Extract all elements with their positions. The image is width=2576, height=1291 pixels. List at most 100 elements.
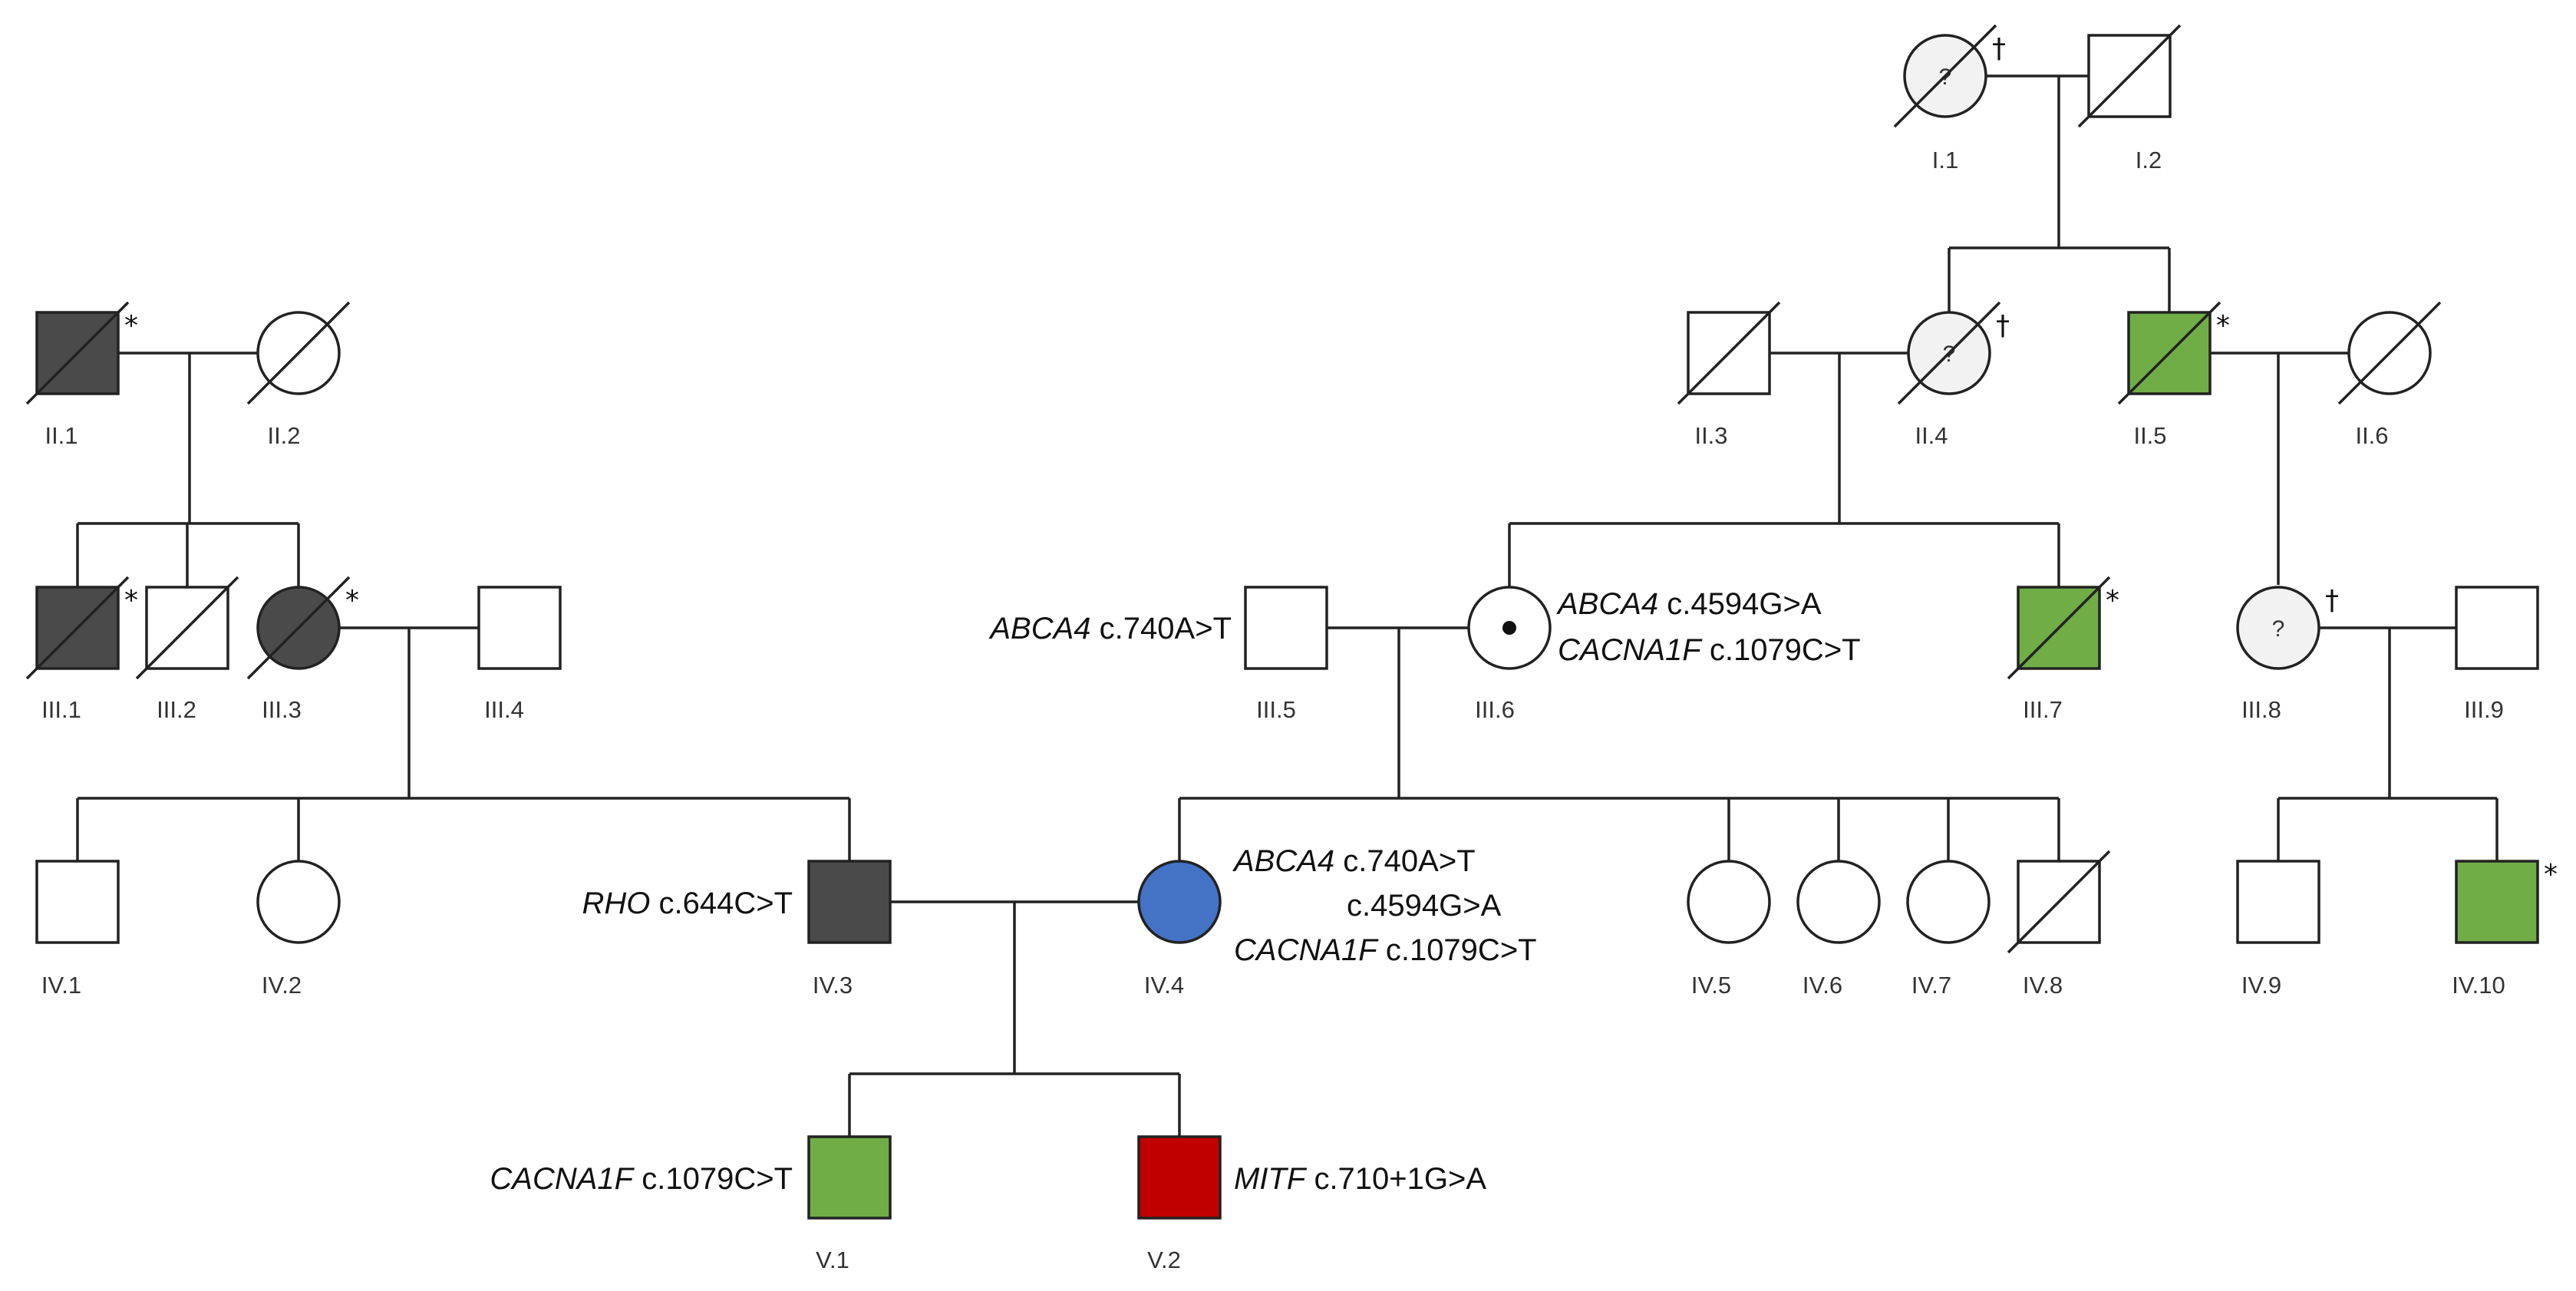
label-IV6: IV.6 <box>1803 972 1842 999</box>
variant-V2: c.710+1G>A <box>1314 1162 1486 1196</box>
individual-IV9 <box>2236 860 2320 944</box>
id-labels: I.1 I.2 II.1 II.2 II.3 II.4 II.5 II.6 II… <box>41 147 2505 1273</box>
female-symbol <box>1687 860 1771 944</box>
deceased-slash-icon <box>135 576 239 680</box>
individual-II2 <box>246 301 351 405</box>
female-symbol <box>1796 860 1881 944</box>
individual-I2 <box>2077 24 2182 128</box>
individual-III8: ?† <box>2236 585 2339 670</box>
dagger-mark: † <box>1992 33 2006 64</box>
asterisk-mark: * <box>2216 310 2230 342</box>
individual-IV3 <box>807 860 892 944</box>
individual-III3: * <box>246 576 359 680</box>
asterisk-mark: * <box>2106 585 2119 616</box>
genotype-III5: ABCA4 c.740A>T <box>988 612 1232 646</box>
asterisk-mark: * <box>124 585 138 616</box>
genotype-IV3: RHO c.644C>T <box>582 887 793 920</box>
genotype-V2: MITF c.710+1G>A <box>1234 1162 1486 1196</box>
dagger-mark: † <box>1996 310 2010 342</box>
female-symbol <box>1906 860 1991 944</box>
deceased-slash-icon <box>2007 850 2111 954</box>
individual-IV2 <box>256 860 341 944</box>
label-I2: I.2 <box>2136 147 2162 173</box>
individual-III1: * <box>25 576 138 680</box>
individual-V2 <box>1137 1135 1222 1220</box>
variant-IV4-1: c.740A>T <box>1343 844 1475 878</box>
label-II6: II.6 <box>2355 422 2388 449</box>
label-III8: III.8 <box>2241 696 2281 723</box>
individual-III9 <box>2455 586 2539 670</box>
deceased-slash-icon <box>25 576 130 680</box>
dagger-mark: † <box>2325 585 2339 616</box>
variant-IV4-2: c.4594G>A <box>1347 889 1502 923</box>
deceased-slash-icon <box>246 301 351 405</box>
gene-V2: MITF <box>1234 1162 1308 1196</box>
asterisk-mark: * <box>124 310 138 342</box>
genotype-IV4-line2: c.4594G>A <box>1347 889 1502 923</box>
label-III6: III.6 <box>1475 696 1515 723</box>
genotype-IV4-line3: CACNA1F c.1079C>T <box>1234 933 1537 967</box>
variant-III5: c.740A>T <box>1100 612 1232 646</box>
individual-II4: ?† <box>1897 301 2010 405</box>
gene-III6-1: ABCA4 <box>1556 587 1658 621</box>
male-symbol <box>2455 586 2539 670</box>
gene-V1: CACNA1F <box>490 1162 635 1196</box>
gene-IV3: RHO <box>582 887 650 920</box>
individual-II5: * <box>2117 301 2230 405</box>
individual-III5 <box>1244 586 1328 670</box>
deceased-slash-icon <box>246 576 351 680</box>
deceased-slash-icon <box>2077 24 2182 128</box>
male-symbol <box>35 860 120 944</box>
carrier-dot-icon <box>1502 621 1516 635</box>
label-IV2: IV.2 <box>262 972 302 999</box>
unknown-status-mark: ? <box>2272 616 2285 642</box>
label-III9: III.9 <box>2464 696 2504 723</box>
variant-IV4-3: c.1079C>T <box>1386 933 1537 967</box>
variant-III6-1: c.4594G>A <box>1667 587 1822 621</box>
label-III1: III.1 <box>41 696 81 723</box>
label-V2: V.2 <box>1147 1246 1181 1273</box>
label-V1: V.1 <box>816 1246 849 1273</box>
label-III7: III.7 <box>2023 696 2063 723</box>
deceased-slash-icon <box>2117 301 2221 405</box>
gene-III5: ABCA4 <box>988 612 1090 646</box>
label-II5: II.5 <box>2133 422 2166 449</box>
male-symbol <box>807 860 892 944</box>
relationship-lines <box>76 74 2498 1137</box>
label-II1: II.1 <box>45 422 78 449</box>
male-symbol <box>807 1135 892 1220</box>
genotype-III6-line1: ABCA4 c.4594G>A <box>1556 587 1822 621</box>
female-symbol <box>2236 586 2320 670</box>
individual-III7: * <box>2007 576 2119 680</box>
variant-V1: c.1079C>T <box>642 1162 793 1196</box>
deceased-slash-icon <box>2337 301 2442 405</box>
individual-IV7 <box>1906 860 1991 944</box>
genotype-V1: CACNA1F c.1079C>T <box>490 1162 793 1196</box>
individual-III2 <box>135 576 239 680</box>
individual-IV4 <box>1137 860 1222 944</box>
genotype-III6-line2: CACNA1F c.1079C>T <box>1558 633 1861 667</box>
deceased-slash-icon <box>1897 301 2001 405</box>
deceased-slash-icon <box>2007 576 2111 680</box>
label-IV8: IV.8 <box>2023 972 2063 999</box>
individual-IV5 <box>1687 860 1771 944</box>
label-III2: III.2 <box>157 696 196 723</box>
genotype-IV4-line1: ABCA4 c.740A>T <box>1232 844 1476 878</box>
male-symbol <box>2455 860 2539 944</box>
label-III5: III.5 <box>1256 696 1296 723</box>
individual-IV8 <box>2007 850 2111 954</box>
label-IV4: IV.4 <box>1144 972 1184 999</box>
label-I1: I.1 <box>1932 147 1958 173</box>
variant-III6-2: c.1079C>T <box>1710 633 1861 667</box>
individual-II6 <box>2337 301 2442 405</box>
label-IV9: IV.9 <box>2241 972 2281 999</box>
individual-III4 <box>477 586 562 670</box>
deceased-slash-icon <box>25 301 130 405</box>
male-symbol <box>1244 586 1328 670</box>
individuals: ?†*?†****?†* <box>25 24 2558 1220</box>
label-III4: III.4 <box>484 696 524 723</box>
individual-I1: ?† <box>1893 24 2006 128</box>
individual-IV1 <box>35 860 120 944</box>
genotype-annotations: ABCA4 c.740A>T ABCA4 c.4594G>A CACNA1F c… <box>490 587 1860 1196</box>
label-II2: II.2 <box>267 422 300 449</box>
